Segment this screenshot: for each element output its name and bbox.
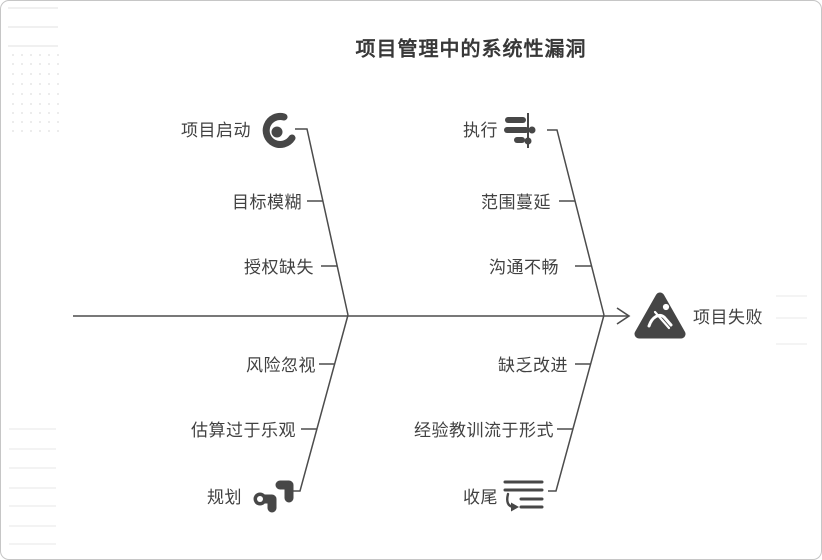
cause-label: 估算过于乐观 [191,421,296,440]
decorative-lines-right [776,295,807,345]
branch-label-closure: 收尾 [463,488,498,507]
branch-bottom-left-lines [292,314,349,492]
branch-label-initiation: 项目启动 [181,121,251,140]
cause-label: 范围蔓延 [481,193,551,212]
diagram-title: 项目管理中的系统性漏洞 [355,38,587,61]
cause-label: 风险忽视 [246,356,316,375]
fishbone-spine [73,307,631,325]
branch-label-planning: 规划 [207,488,242,507]
branch-top-left-lines [295,128,349,316]
spine-arrowhead-icon [616,307,631,325]
cause-label: 沟通不畅 [489,258,559,277]
decorative-lines-bottom-left [9,428,56,545]
branch-label-execution: 执行 [463,121,498,140]
cause-label: 缺乏改进 [498,356,568,375]
effect-label: 项目失败 [693,308,763,327]
launch-swirl-icon [262,112,296,148]
decorative-dot-grid [12,54,59,132]
branch-top-right-lines [547,129,605,316]
cause-label: 目标模糊 [232,193,302,212]
cause-label: 经验教训流于形式 [414,421,554,440]
construction-warning-icon [634,292,686,339]
gantt-sliders-icon [504,113,536,148]
list-wrap-down-icon [503,480,544,512]
route-plan-icon [253,480,294,513]
branch-bottom-right-lines [548,314,605,492]
cause-label: 授权缺失 [244,258,314,277]
decorative-lines-top-left [8,7,58,47]
